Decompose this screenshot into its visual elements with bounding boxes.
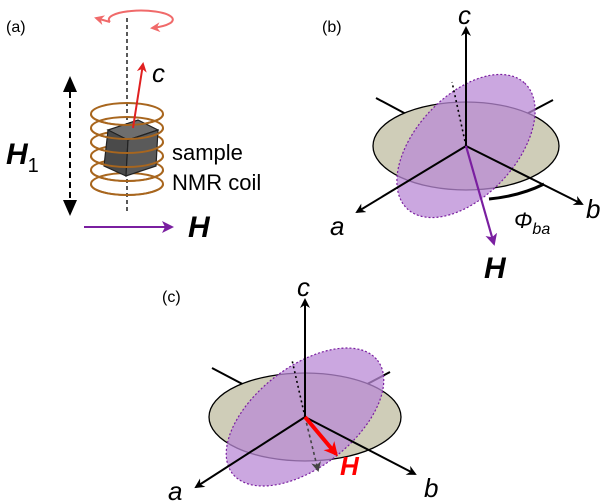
panel-c-b-label: b (424, 473, 438, 503)
panel-b-tag: (b) (322, 19, 342, 36)
c-axis-arrow-red (132, 62, 147, 129)
h1-label: H1 (6, 138, 39, 177)
panel-b-angle-label: Φba (514, 208, 550, 238)
panel-b-h-field-arrow (464, 145, 498, 246)
panel-b-a-axis (355, 145, 467, 214)
panel-c: (c) c a b H (162, 272, 438, 504)
panel-b-a-label: a (330, 211, 344, 241)
panel-c-b-axis (304, 416, 417, 475)
rotation-arrow-icon (94, 9, 174, 33)
h1-field-arrow (63, 76, 77, 216)
panel-b: (b) c a b Φba H (322, 0, 600, 285)
panel-c-h-field-arrow (303, 415, 338, 457)
panel-c-tag: (c) (162, 289, 181, 306)
panel-a: (a) H1 (6, 9, 261, 244)
panel-b-h-label: H (484, 252, 507, 285)
sample-label: sample (172, 140, 243, 165)
panel-a-c-label: c (152, 58, 165, 88)
panel-c-h-label: H (340, 451, 360, 481)
panel-c-a-axis (194, 416, 306, 489)
panel-b-c-label: c (458, 0, 471, 30)
nmr-coil-front (90, 113, 164, 196)
panel-a-tag: (a) (6, 19, 26, 36)
nmr-coil-label: NMR coil (172, 170, 261, 195)
panel-b-angle-arc (488, 182, 545, 201)
panel-c-a-label: a (168, 476, 182, 504)
panel-c-c-label: c (297, 272, 310, 302)
panel-b-b-axis (465, 145, 584, 205)
panel-b-b-label: b (586, 194, 600, 224)
panel-a-h-label: H (188, 211, 211, 244)
panel-b-rotation-axis (451, 81, 467, 147)
